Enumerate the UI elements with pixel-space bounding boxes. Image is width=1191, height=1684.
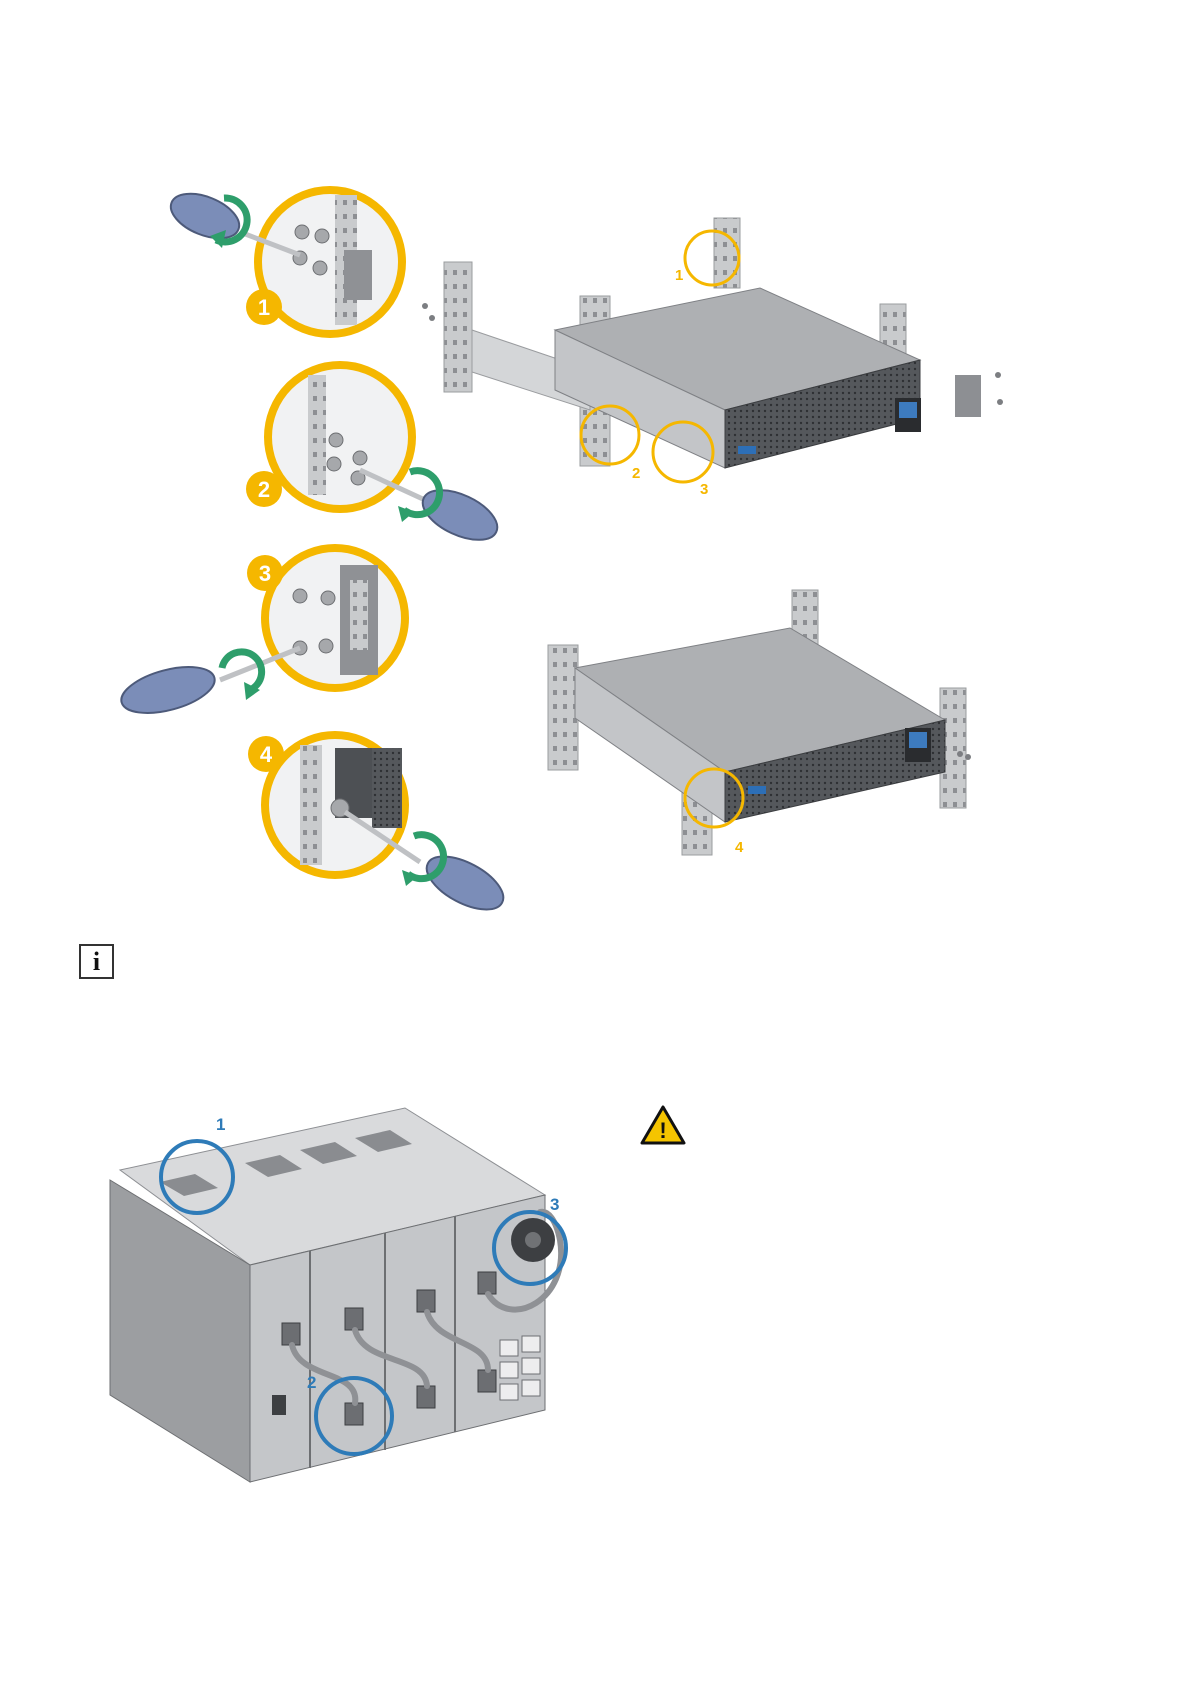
front-callout-2: 2 — [632, 465, 640, 482]
front-callout-3: 3 — [700, 481, 708, 498]
step-4-detail: 4 — [248, 735, 511, 920]
svg-text:!: ! — [659, 1118, 666, 1143]
battery-callout-2: 2 — [307, 1373, 316, 1392]
rack-mount-illustration: 1 2 3 — [0, 0, 1191, 940]
battery-module-illustration: 1 2 3 — [0, 1090, 640, 1500]
front-callout-1: 1 — [675, 267, 683, 284]
screwdriver-icon — [116, 648, 300, 722]
step-1-badge: 1 — [258, 295, 270, 320]
battery-callout-3: 3 — [550, 1195, 559, 1214]
step-2-detail: 2 — [246, 365, 505, 550]
battery-callout-1: 1 — [216, 1115, 225, 1134]
step-3-detail: 3 — [116, 548, 405, 722]
rack-view-installed: 4 — [548, 590, 971, 856]
warning-icon: ! — [640, 1104, 686, 1146]
rack-view-insertion: 1 2 3 — [422, 218, 1003, 498]
step-4-badge: 4 — [260, 742, 273, 767]
installed-callout-4: 4 — [735, 839, 744, 856]
info-icon: i — [79, 944, 114, 979]
step-1-detail: 1 — [165, 185, 402, 334]
step-2-badge: 2 — [258, 477, 270, 502]
step-3-badge: 3 — [259, 561, 271, 586]
